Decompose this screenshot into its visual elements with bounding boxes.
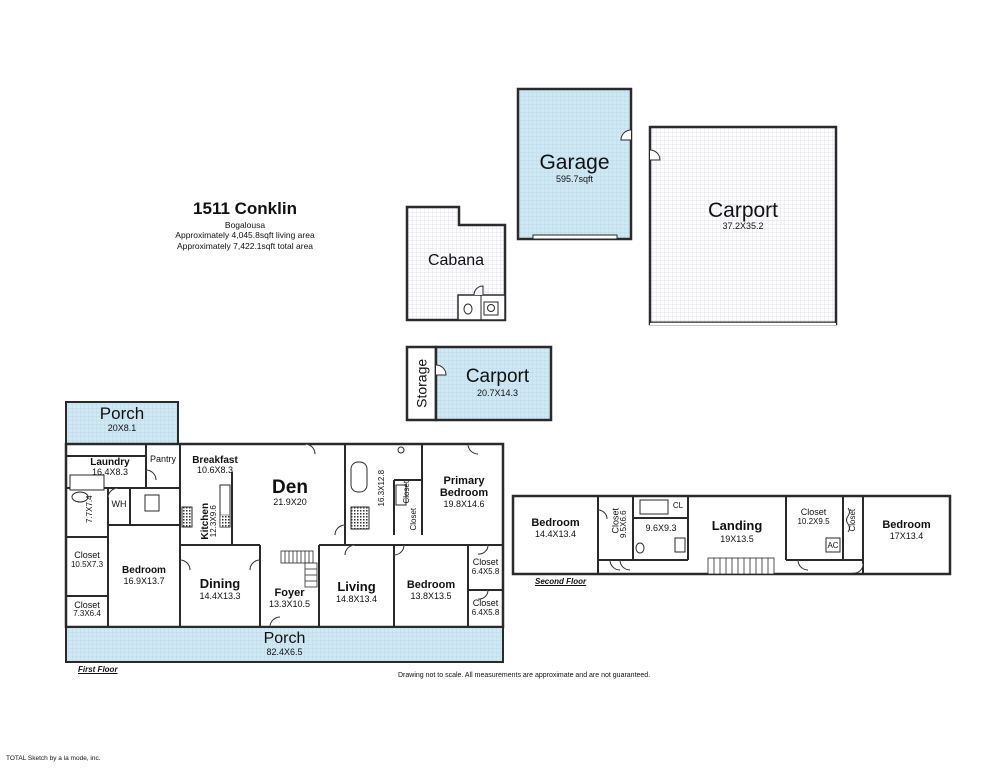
disclaimer-text: Drawing not to scale. All measurements a… (398, 672, 651, 679)
dining-size: 14.4X13.3 (199, 591, 241, 601)
dining-label: Dining (199, 576, 241, 591)
sf-east-closet-size: 10.2X9.5 (797, 517, 830, 526)
sf-east-bedroom-label: Bedroom (882, 519, 931, 531)
sf-ac-label: AC (827, 541, 839, 550)
carport-small-size: 20.7X14.3 (476, 388, 519, 398)
water-heater-label: WH (111, 499, 127, 509)
closet-e2-size: 6.4X5.8 (471, 608, 500, 617)
foyer-label: Foyer (274, 587, 305, 599)
closet-e1-label: Closet (472, 557, 499, 567)
first-floor-label: First Floor (78, 665, 118, 674)
closet-b-label: Closet (74, 600, 100, 610)
foyer-size: 13.3X10.5 (268, 599, 311, 609)
closet-a-label: Closet (74, 550, 100, 560)
sf-west-bedroom-label: Bedroom (531, 517, 580, 529)
carport-small-label: Carport (465, 366, 530, 387)
east-bedroom-label: Bedroom (406, 579, 456, 591)
living-size: 14.8X13.4 (335, 594, 378, 604)
sf-west-bedroom-size: 14.4X13.4 (534, 529, 577, 539)
sf-east-closet-small-label: Closet (847, 508, 857, 532)
storage-label: Storage (413, 358, 430, 408)
closet-a-size: 10.5X7.3 (70, 560, 104, 569)
primary-bedroom-size: 19.8X14.6 (443, 499, 485, 509)
laundry-size: 16.4X8.3 (91, 467, 129, 477)
credit-text: TOTAL Sketch by a la mode, inc. (6, 755, 101, 762)
pantry-label: Pantry (149, 454, 176, 464)
second-floor-label: Second Floor (535, 577, 587, 586)
living-area-label: Approximately 4,045.8sqft living area (175, 230, 315, 240)
primary-bath-size: 16.3X12.8 (376, 469, 386, 507)
breakfast-label: Breakfast (192, 455, 238, 466)
closet-e2-label: Closet (472, 598, 499, 608)
front-porch-label: Porch (263, 630, 306, 647)
page-title: 1511 Conklin (193, 199, 297, 218)
west-bedroom-size: 16.9X13.7 (123, 576, 165, 586)
carport-small-outline (434, 345, 553, 422)
sf-east-closet-label: Closet (800, 507, 827, 517)
breakfast-size: 10.6X8.3 (196, 465, 234, 475)
primary-bedroom-label: Primary Bedroom (439, 475, 489, 499)
back-porch-size: 20X8.1 (107, 423, 137, 433)
living-label: Living (337, 579, 376, 594)
landing-label: Landing (711, 518, 763, 533)
carport-large-size: 37.2X35.2 (722, 221, 764, 231)
garage-size: 595.7sqft (555, 174, 594, 184)
city-label: Bogalousa (224, 220, 266, 230)
den-label: Den (272, 477, 308, 498)
storage-outline (405, 345, 438, 422)
closet-b-size: 7.3X6.4 (73, 609, 101, 618)
cabana-label: Cabana (427, 252, 485, 269)
den-size: 21.9X20 (273, 497, 307, 507)
west-bedroom-label: Bedroom (122, 565, 166, 576)
sf-cl-label: CL (672, 501, 684, 510)
front-porch-size: 82.4X6.5 (266, 647, 303, 657)
primary-closet-label: Closet (401, 480, 411, 504)
small-bath-size: 7.7X7.4 (84, 495, 94, 523)
back-porch-label: Porch (99, 404, 145, 423)
closet-e1-size: 6.4X5.8 (471, 567, 500, 576)
carport-large-label: Carport (707, 199, 779, 222)
laundry-label: Laundry (90, 457, 130, 468)
sf-east-bedroom-size: 17X13.4 (889, 531, 924, 541)
garage-label: Garage (539, 151, 610, 174)
sf-west-closet-size: 9.5X6.6 (618, 510, 628, 538)
garage-outline (516, 87, 633, 241)
landing-size: 19X13.5 (720, 534, 754, 544)
sf-bath-size: 9.6X9.3 (645, 523, 677, 533)
kitchen-size: 12.3X9.6 (208, 505, 218, 538)
total-area-label: Approximately 7,422.1sqft total area (176, 241, 314, 251)
primary-closet2-label: Closet (408, 507, 418, 531)
east-bedroom-size: 13.8X13.5 (410, 591, 452, 601)
